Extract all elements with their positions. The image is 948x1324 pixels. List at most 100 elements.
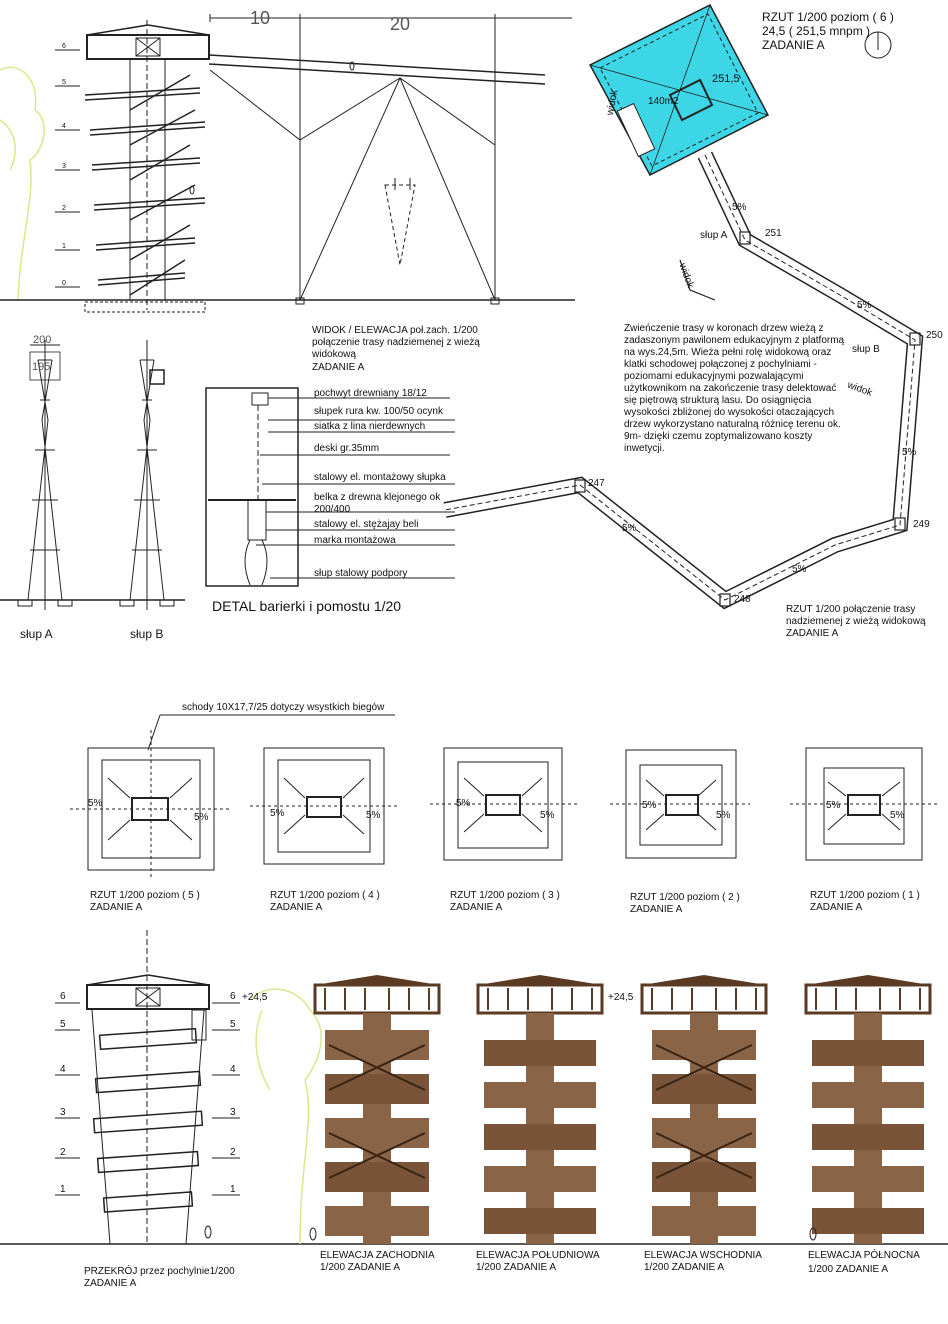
detail-label-3: siatka z lina nierdewnych [314,421,426,432]
svg-text:5%: 5% [540,810,555,821]
svg-text:5%: 5% [642,800,657,811]
elevation-north-scale: 1/200 ZADANIE A [808,1264,889,1275]
svg-text:247: 247 [588,478,605,489]
svg-text:248: 248 [734,594,751,605]
svg-text:5%: 5% [194,812,209,823]
detail-label-4: deski gr.35mm [314,443,380,454]
section-task: ZADANIE A [84,1278,137,1289]
tower-roof [86,34,210,60]
level-plan-2-task: ZADANIE A [630,904,683,915]
elevation-east [640,975,768,1244]
detail-label-2: słupek rura kw. 100/50 ocynk [314,406,443,417]
column-a [27,340,63,610]
plan6-elevation: 24,5 ( 251,5 mnpm ) [762,24,871,38]
timber-elevations [309,975,932,1244]
level-plan-2-title: RZUT 1/200 poziom ( 2 ) [630,892,740,903]
detail-label-8: marka montażowa [314,535,396,546]
level-plan-5 [70,730,230,880]
svg-text:249: 249 [913,519,930,530]
svg-text:5%: 5% [857,300,872,311]
elevation-view-title: WIDOK / ELEWACJA poł.zach. 1/200 [312,325,478,336]
section-top-elev: +24,5 [242,992,268,1003]
route-plan-subtitle: nadziemenej z wieżą widokową [786,616,926,627]
level-plan-5-title: RZUT 1/200 poziom ( 5 ) [90,890,200,901]
plan6-task: ZADANIE A [762,38,825,52]
svg-text:3: 3 [60,1107,66,1118]
route-slup-a: słup A [700,230,728,241]
level-plan-1-task: ZADANIE A [810,902,863,913]
slup-a-label: słup A [20,627,53,641]
dim-10: 10 [250,8,270,28]
elevation-west-scale: 1/200 ZADANIE A [320,1262,401,1273]
dim-195: 195 [32,361,50,373]
level-plan-1-title: RZUT 1/200 poziom ( 1 ) [810,890,920,901]
route-widok-1: widok [676,261,696,291]
stairs-note: schody 10X17,7/25 dotyczy wsystkich bieg… [182,702,385,713]
svg-text:2: 2 [60,1147,66,1158]
elevation-south-scale: 1/200 ZADANIE A [476,1262,557,1273]
slup-b-label: słup B [130,627,163,641]
svg-text:3: 3 [230,1107,236,1118]
svg-text:0: 0 [62,280,66,287]
elevation-south [476,975,604,1244]
detail-label-5: stalowy el. montażowy słupka [314,472,446,483]
svg-text:3: 3 [62,163,66,170]
level-plan-1 [790,747,940,861]
detail-title: DETAL barierki i pomostu 1/20 [212,598,402,614]
column-b [129,340,165,610]
detail-label-1: pochwyt drewniany 18/12 [314,388,427,399]
svg-text:5%: 5% [270,808,285,819]
svg-text:2: 2 [230,1147,236,1158]
svg-text:5%: 5% [366,810,381,821]
tree-outline [0,66,45,301]
svg-text:6: 6 [60,991,66,1002]
route-plan [443,151,924,610]
truss [209,20,496,301]
elevation-north [804,975,932,1244]
elevation-view-subtitle: połączenie trasy nadziemenej z wieżą wid… [312,337,480,360]
detail-box [205,387,455,587]
svg-text:1: 1 [230,1184,236,1195]
bridge-deck [208,54,546,85]
route-spot-heights: 251 250 249 248 247 [588,228,943,605]
dim-200: 200 [33,334,51,346]
elevation-view [0,14,575,313]
svg-text:5%: 5% [792,564,807,575]
svg-text:5%: 5% [622,523,637,534]
plan6-spot-elev: 251,5 [712,73,740,85]
level-markers [55,49,80,288]
detail-label-7: stalowy el. stężajay beli [314,519,419,530]
level-plans [70,714,940,880]
svg-text:5%: 5% [732,202,747,213]
svg-text:5%: 5% [890,810,905,821]
svg-text:4: 4 [230,1064,236,1075]
svg-text:1: 1 [62,243,66,250]
route-widok-2: widok [845,379,875,399]
detail-label-6: belka z drewna klejonego ok 200/400 [314,492,441,515]
level-plan-3-task: ZADANIE A [450,902,503,913]
elevation-north-title: ELEWACJA PÓŁNOCNA [808,1250,920,1261]
level-plan-4-task: ZADANIE A [270,902,323,913]
level-plan-5-task: ZADANIE A [90,902,143,913]
section-title: PRZEKRÓJ przez pochylnie1/200 [84,1266,235,1277]
plan6-view-label: widok [605,88,621,117]
elevation-west-title: ELEWACJA ZACHODNIA [320,1250,435,1261]
level-plan-4-title: RZUT 1/200 poziom ( 4 ) [270,890,380,901]
svg-text:5%: 5% [716,810,731,821]
level-plan-4 [250,747,400,865]
dim-20: 20 [390,14,410,34]
plan6-area: 140m2 [648,96,679,107]
svg-text:250: 250 [926,330,943,341]
svg-text:251: 251 [765,228,782,239]
level-plan-3-title: RZUT 1/200 poziom ( 3 ) [450,890,560,901]
svg-text:1: 1 [60,1184,66,1195]
svg-text:6: 6 [230,991,236,1002]
elevation-south-title: ELEWACJA POŁUDNIOWA [476,1250,600,1261]
elevation-east-scale: 1/200 ZADANIE A [644,1262,725,1273]
svg-text:5%: 5% [902,447,917,458]
elevation-view-task: ZADANIE A [312,362,365,373]
level-plan-3 [430,747,580,861]
level-plan-slopes: 5%5% 5%5% 5%5% 5%5% 5%5% [88,798,905,823]
